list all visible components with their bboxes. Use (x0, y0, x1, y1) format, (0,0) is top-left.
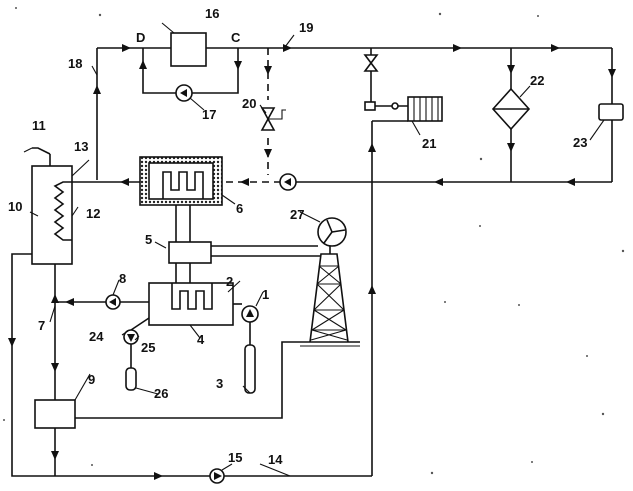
flow-arrow (566, 178, 575, 186)
valve-20 (260, 107, 286, 131)
label-3: 3 (216, 376, 223, 391)
label-11: 11 (32, 118, 46, 133)
flow-arrow (122, 44, 131, 52)
tower-27 (300, 217, 360, 347)
flow-arrow (507, 143, 515, 152)
flow-arrow (264, 149, 272, 158)
label-21: 21 (422, 136, 436, 151)
label-24: 24 (89, 329, 104, 344)
unit-6 (139, 156, 223, 206)
collector-10 (31, 147, 73, 265)
flow-arrow (507, 65, 515, 74)
label-leaders (23, 22, 605, 477)
label-22: 22 (530, 73, 544, 88)
line-14 (154, 465, 373, 480)
connector-6-5 (175, 205, 191, 283)
label-13: 13 (74, 139, 88, 154)
flow-arrow (51, 363, 59, 372)
return-line (222, 178, 612, 186)
flow-arrow (234, 61, 242, 70)
flow-arrow (368, 285, 376, 294)
line-13 (72, 178, 140, 186)
label-D: D (136, 30, 145, 45)
unit-23 (598, 103, 624, 121)
label-23: 23 (573, 135, 587, 150)
label-C: C (231, 30, 241, 45)
label-18: 18 (68, 56, 82, 71)
unit-9 (34, 341, 300, 476)
flow-arrow (368, 143, 376, 152)
flow-arrow (139, 60, 147, 69)
pump-15 (209, 468, 225, 484)
label-6: 6 (236, 201, 243, 216)
label-12: 12 (86, 206, 100, 221)
unit-5 (168, 241, 320, 264)
flow-arrow (608, 69, 616, 78)
flow-arrow (65, 298, 74, 306)
line-18 (93, 48, 101, 180)
labels: 1 2 3 4 5 6 7 8 9 10 11 12 13 14 15 16 1… (8, 6, 587, 467)
label-14: 14 (268, 452, 283, 467)
label-27: 27 (290, 207, 304, 222)
exchanger-22 (491, 48, 531, 182)
heater-21 (364, 96, 443, 465)
pump-17 (175, 84, 205, 111)
flow-arrow (120, 178, 129, 186)
flow-arrow (51, 294, 59, 303)
label-2: 2 (226, 274, 233, 289)
flow-arrow (551, 44, 560, 52)
label-4: 4 (197, 332, 205, 347)
flow-arrow (240, 178, 249, 186)
branch-20 (264, 48, 272, 175)
unit-4 (148, 282, 234, 326)
leader-2 (227, 280, 241, 293)
return-pump (279, 173, 297, 191)
pump-25 (123, 317, 150, 391)
label-25: 25 (141, 340, 155, 355)
flow-arrow (434, 178, 443, 186)
valve-top (363, 48, 379, 100)
flow-arrow (283, 44, 292, 52)
label-19: 19 (299, 20, 313, 35)
unit-16 (139, 32, 242, 94)
label-10: 10 (8, 199, 22, 214)
label-26: 26 (154, 386, 168, 401)
flow-arrow (8, 338, 16, 347)
label-15: 15 (228, 450, 242, 465)
flow-arrow (453, 44, 462, 52)
pump-1 (233, 291, 264, 394)
label-17: 17 (202, 107, 216, 122)
line-7 (51, 264, 59, 400)
flow-arrow (51, 451, 59, 460)
label-9: 9 (88, 372, 95, 387)
flow-arrow (154, 472, 163, 480)
label-5: 5 (145, 232, 152, 247)
flow-arrow (93, 85, 101, 94)
label-8: 8 (119, 271, 126, 286)
label-16: 16 (205, 6, 219, 21)
label-7: 7 (38, 318, 45, 333)
left-line (8, 253, 210, 477)
pump-8 (55, 294, 149, 310)
label-1: 1 (262, 287, 269, 302)
scan-dots (3, 7, 625, 475)
label-20: 20 (242, 96, 256, 111)
flow-arrow (264, 66, 272, 75)
